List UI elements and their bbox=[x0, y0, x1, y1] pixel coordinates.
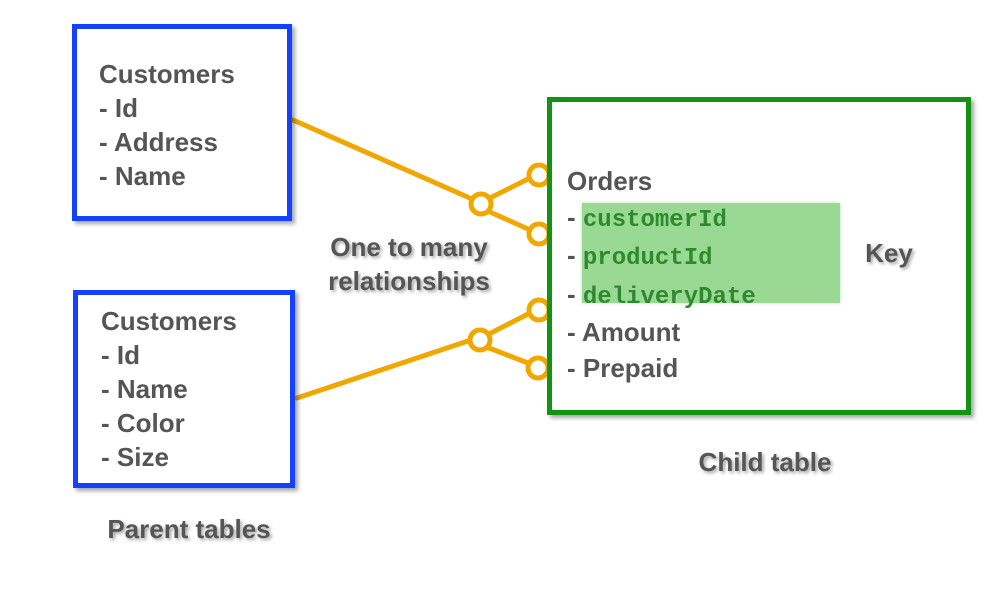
key-field: productId bbox=[582, 245, 713, 272]
crow-foot-circle-top-2 bbox=[526, 221, 552, 247]
parent-tables-label: Parent tables bbox=[107, 514, 271, 544]
field-row: - Prepaid bbox=[567, 352, 679, 383]
crow-foot-circle-bottom-1 bbox=[526, 297, 552, 323]
connector-bottom bbox=[294, 337, 474, 401]
table-title: Customers bbox=[99, 59, 235, 89]
key-field-row: - deliveryDate bbox=[567, 278, 756, 311]
crow-foot-circle-top-1 bbox=[526, 162, 552, 188]
connector-bottom-branch-1 bbox=[486, 311, 531, 337]
field-row: - Size bbox=[101, 442, 169, 472]
field-row: - Id bbox=[101, 340, 140, 370]
field-row: - Name bbox=[99, 161, 186, 191]
table-title: Orders bbox=[567, 166, 653, 196]
key-label: Key bbox=[865, 238, 913, 268]
field-row: - Amount bbox=[567, 317, 681, 347]
key-field: customerId bbox=[582, 206, 727, 234]
child-table-label: Child table bbox=[698, 447, 832, 477]
relationship-label: One to many relationships bbox=[328, 232, 490, 296]
table-title: Customers bbox=[101, 306, 237, 336]
key-highlight bbox=[582, 203, 840, 303]
connector-top-branch-2 bbox=[487, 209, 531, 232]
field-row: - Color bbox=[101, 408, 185, 438]
key-field-row: - productId bbox=[567, 240, 713, 272]
child-table-fields: Orders - customerId - productId - delive… bbox=[567, 164, 756, 386]
connector-top bbox=[290, 117, 475, 202]
parent-table-1-fields: Customers - Id - Address - Name bbox=[99, 57, 235, 193]
connector-top-branch-1 bbox=[487, 176, 531, 201]
connector-node-bottom bbox=[467, 327, 493, 353]
connector-node-top bbox=[468, 191, 494, 217]
field-row: - Id bbox=[99, 93, 138, 123]
field-row: - Name bbox=[101, 374, 188, 404]
parent-table-2-fields: Customers - Id - Name - Color - Size bbox=[101, 304, 237, 474]
crow-foot-circle-bottom-2 bbox=[525, 355, 551, 381]
field-row: - Address bbox=[99, 127, 218, 157]
key-field-row: - customerId bbox=[567, 201, 727, 234]
key-field: deliveryDate bbox=[582, 283, 756, 311]
connector-bottom-branch-2 bbox=[486, 345, 531, 366]
parent-table-customers-1 bbox=[72, 24, 292, 221]
parent-table-customers-2 bbox=[73, 290, 295, 488]
